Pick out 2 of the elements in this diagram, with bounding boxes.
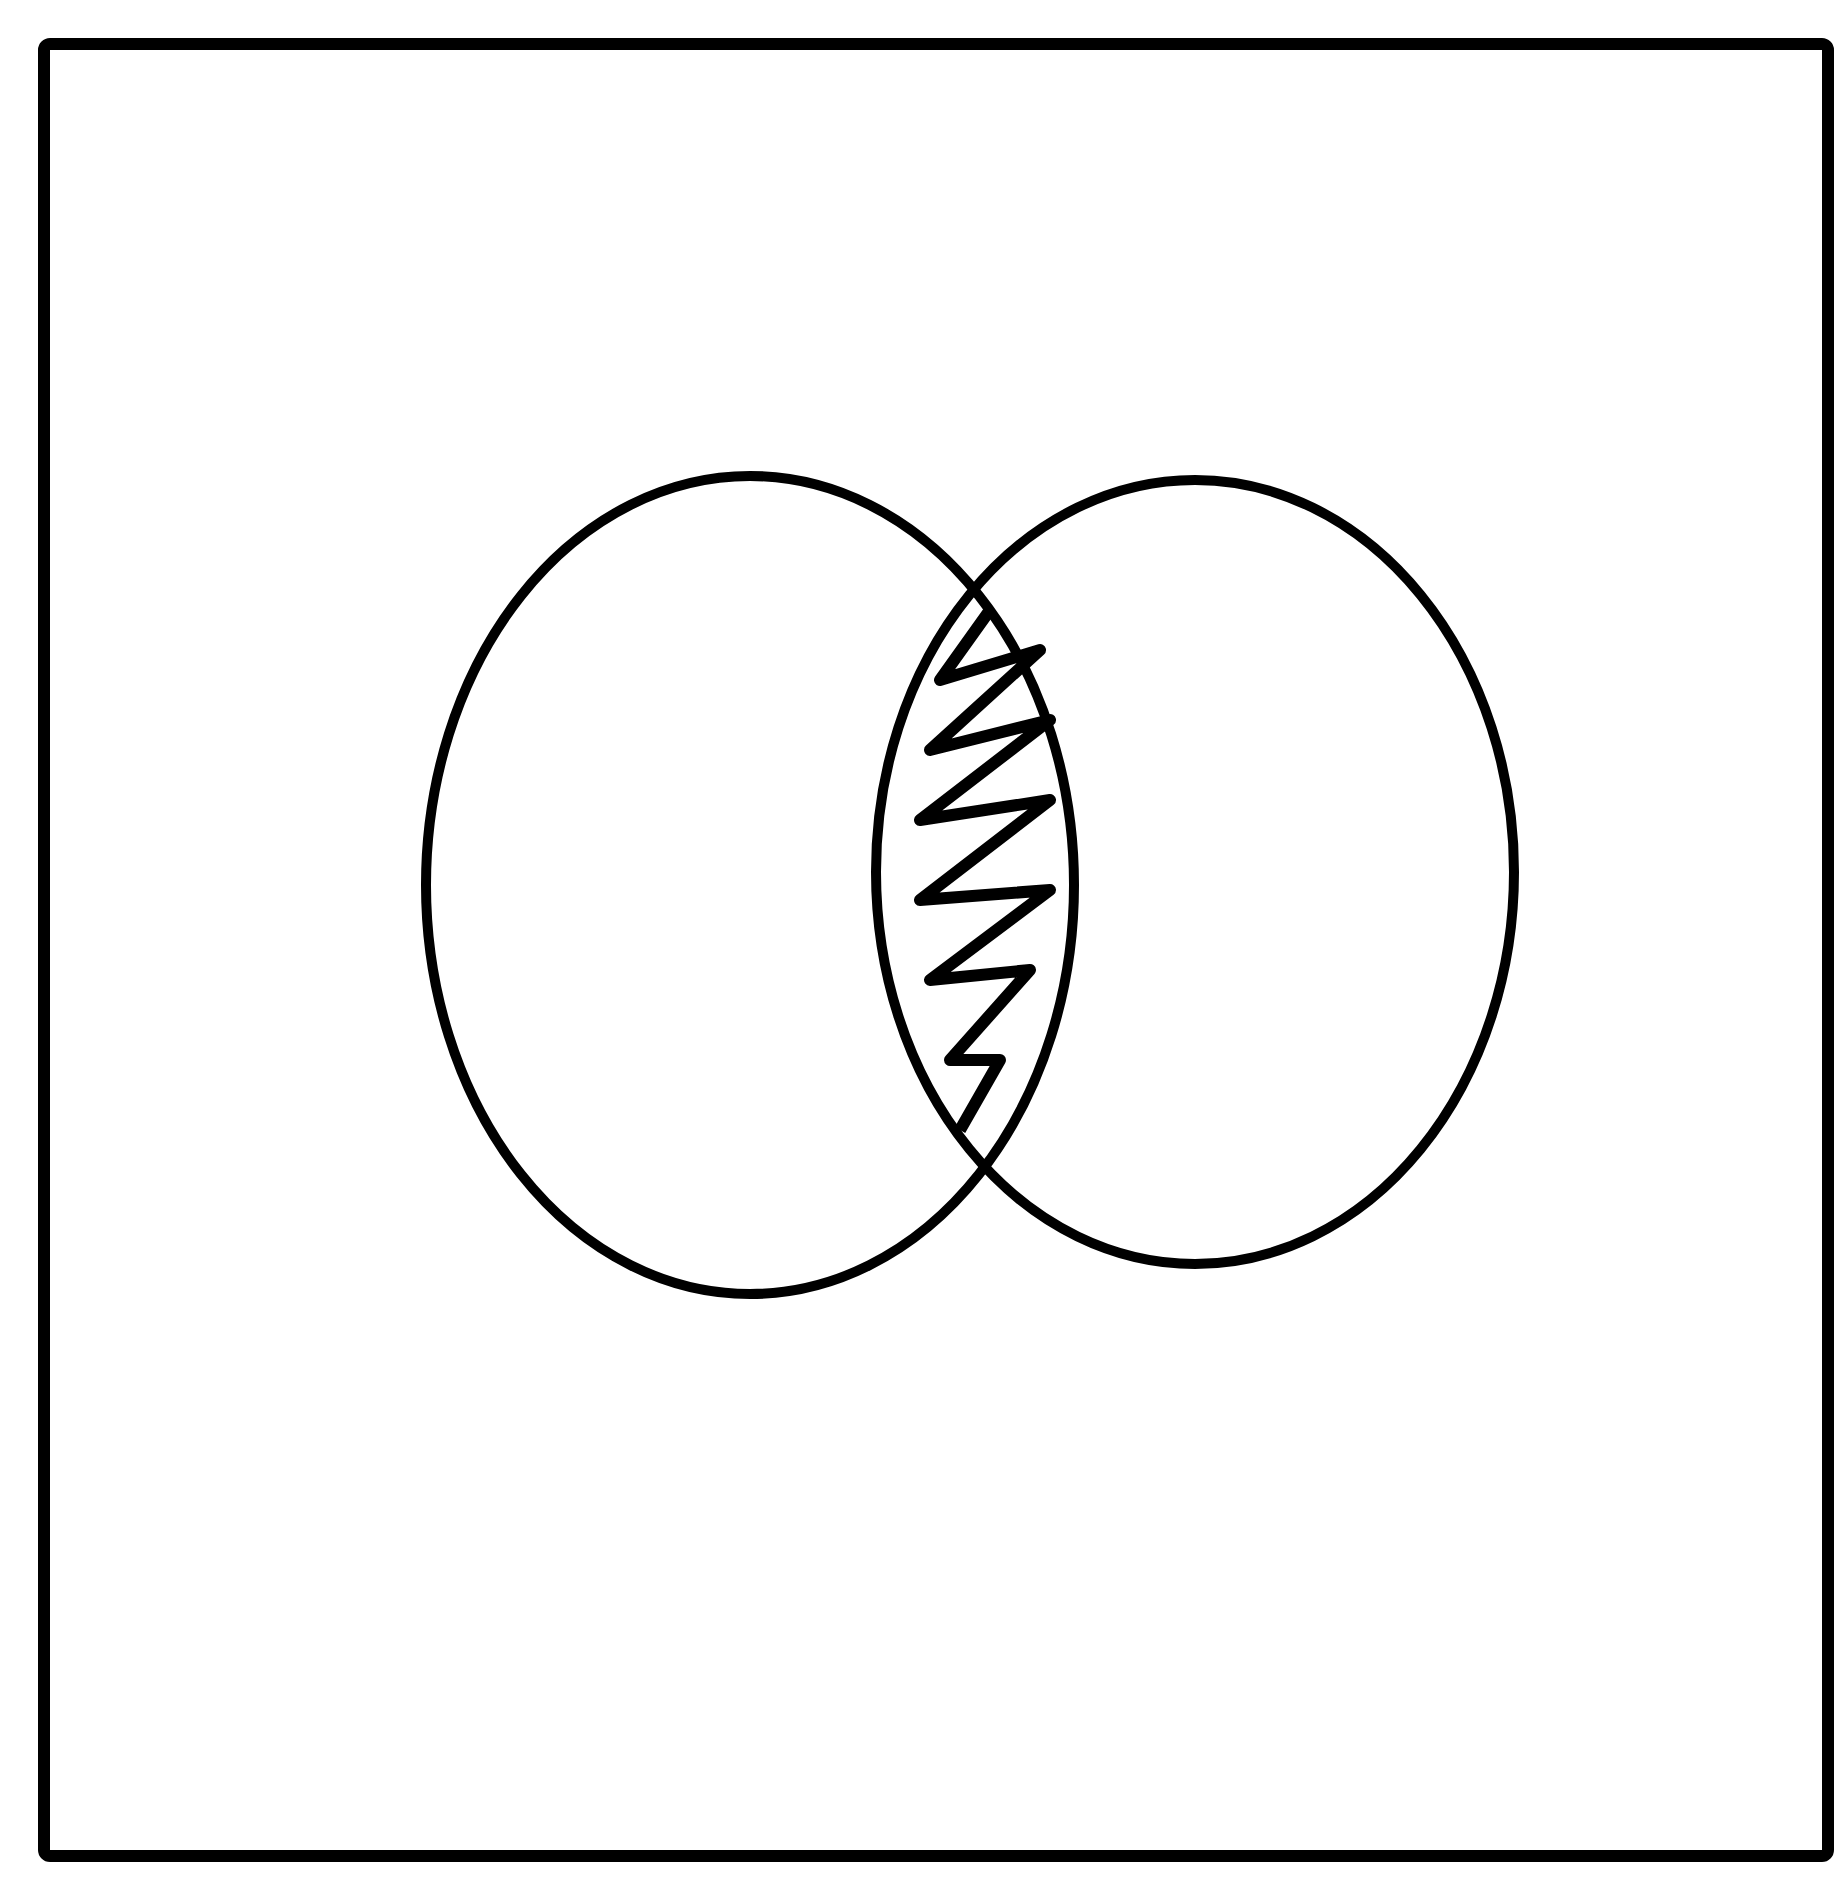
- oval-set: [870, 474, 1520, 1270]
- oval-set: [420, 470, 1080, 1300]
